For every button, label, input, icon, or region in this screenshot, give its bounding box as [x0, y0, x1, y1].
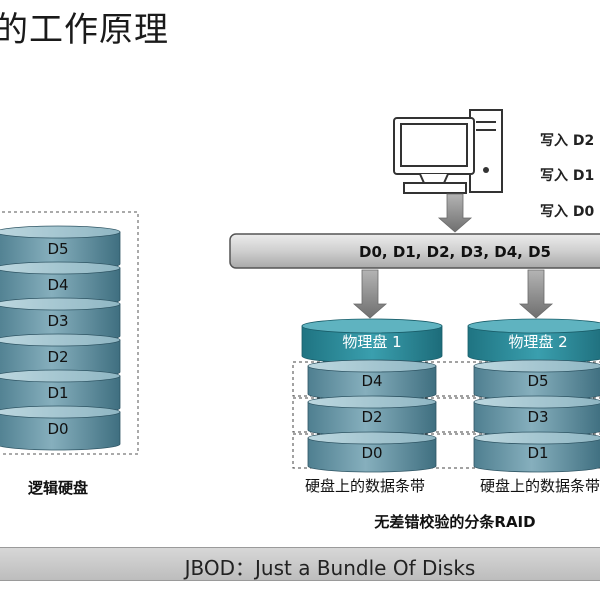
stripe-block: D4 — [307, 359, 437, 401]
disk-name: 物理盘 2 — [508, 333, 567, 351]
block-label: D5 — [527, 372, 548, 390]
disk-name: 物理盘 1 — [342, 333, 401, 351]
stripe-block: D5 — [473, 359, 600, 401]
disk-caption: 硬盘上的数据条带 — [480, 477, 600, 495]
write-label: 写入 D0 — [540, 204, 594, 220]
block-label: D1 — [47, 384, 68, 402]
block-label: D0 — [47, 420, 68, 438]
logical-disk-label: 逻辑硬盘 — [28, 479, 88, 497]
write-label: 写入 D1 — [540, 168, 594, 184]
block-label: D4 — [47, 276, 68, 294]
block-label: D4 — [361, 372, 382, 390]
flow-arrows — [352, 193, 554, 319]
logical-block: D2 — [0, 333, 121, 379]
block-label: D2 — [47, 348, 68, 366]
logical-block: D0 — [0, 405, 121, 451]
write-labels: 写入 D2 写入 D1 写入 D0 — [540, 133, 594, 220]
footer-band — [0, 547, 600, 581]
arrow-down-icon — [437, 193, 473, 233]
footer-text: JBOD：Just a Bundle Of Disks — [184, 556, 476, 580]
data-bus-label: D0, D1, D2, D3, D4, D5 — [359, 243, 551, 261]
arrow-down-icon — [518, 269, 554, 319]
block-label: D5 — [47, 240, 68, 258]
block-label: D1 — [527, 444, 548, 462]
computer-icon — [393, 109, 503, 194]
block-label: D3 — [47, 312, 68, 330]
logical-block: D3 — [0, 297, 121, 343]
data-bus — [229, 233, 600, 269]
disk-caption: 硬盘上的数据条带 — [305, 477, 425, 495]
disk-header: 物理盘 1 — [301, 318, 443, 364]
page-title: 的工作原理 — [0, 10, 169, 50]
stripe-block: D1 — [473, 431, 600, 473]
block-label: D2 — [361, 408, 382, 426]
stripe-block: D0 — [307, 431, 437, 473]
block-label: D0 — [361, 444, 382, 462]
logical-disk-frame — [0, 211, 139, 455]
write-label: 写入 D2 — [540, 133, 594, 149]
stripe-block: D3 — [473, 395, 600, 437]
arrow-down-icon — [352, 269, 388, 319]
stripe-rows — [292, 361, 600, 469]
disk-header: 物理盘 2 — [467, 318, 600, 364]
raid-caption: 无差错校验的分条RAID — [373, 513, 535, 531]
block-label: D3 — [527, 408, 548, 426]
stripe-block: D2 — [307, 395, 437, 437]
